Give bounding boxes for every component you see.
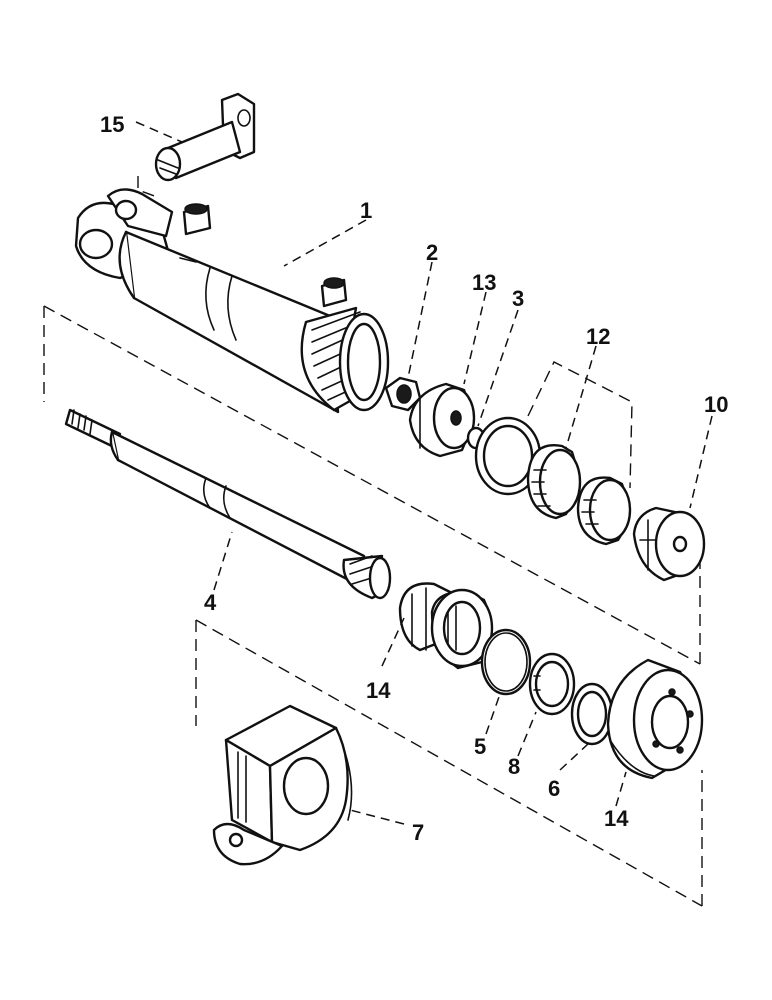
callout-13: 14	[366, 678, 391, 703]
part-14-end-cap	[606, 658, 704, 780]
callout-14: 14	[604, 806, 629, 831]
callout-10: 10	[704, 392, 728, 417]
seal-ring	[474, 416, 542, 496]
part-8-wiper	[528, 652, 576, 716]
part-6-seal	[570, 682, 614, 746]
callout-11: 12	[586, 324, 610, 349]
callout-5: 5	[474, 734, 486, 759]
part-12-piston	[408, 382, 476, 458]
part-11-guide-rings	[526, 443, 632, 546]
part-5-o-ring	[480, 628, 532, 696]
part-1-cylinder-barrel	[74, 188, 390, 414]
callout-3: 3	[512, 286, 524, 311]
callout-4: 4	[204, 590, 217, 615]
part-10-end-nut	[632, 506, 706, 582]
callout-15: 15	[100, 112, 124, 137]
callout-1: 1	[360, 198, 372, 223]
part-4-piston-rod	[64, 408, 392, 600]
part-7-mounting-bracket	[212, 704, 353, 866]
callout-2: 2	[426, 240, 438, 265]
leader-lines	[135, 121, 713, 825]
callout-12: 13	[472, 270, 496, 295]
part-15-pin	[154, 92, 256, 182]
callouts: 15 1 2 13 3 12 10 4 14 5 8 6 14 7	[100, 112, 728, 845]
callout-7: 7	[412, 820, 424, 845]
part-13-gland	[398, 582, 494, 670]
callout-6: 6	[548, 776, 560, 801]
assembly-guide-lines	[43, 176, 703, 907]
callout-8: 8	[508, 754, 520, 779]
